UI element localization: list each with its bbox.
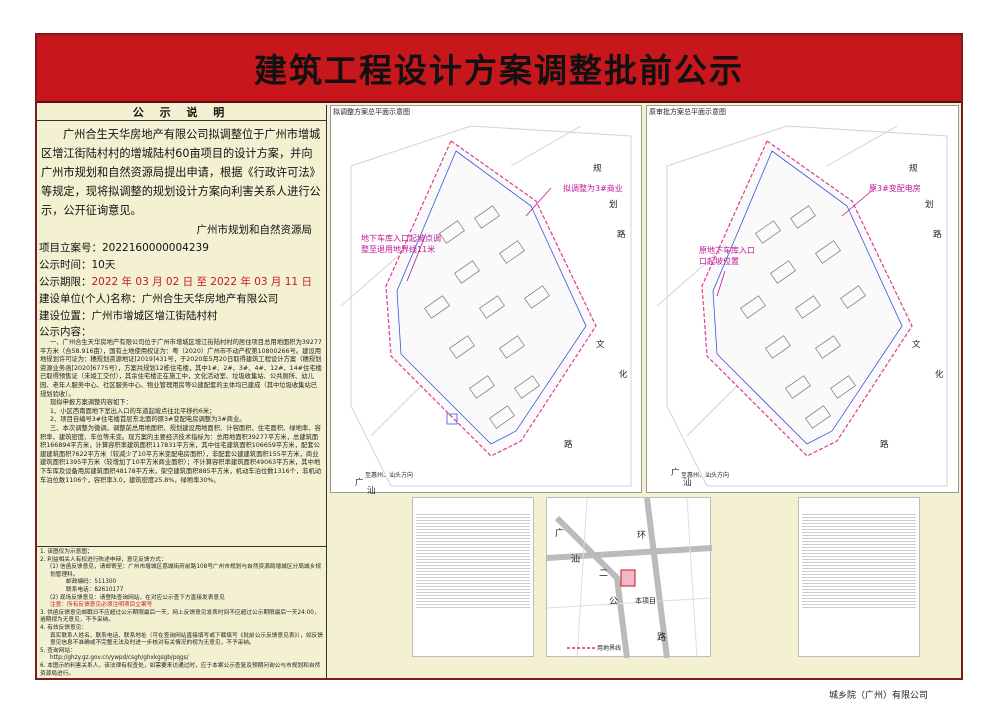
drawings-panel: 拟调整方案总平面示意图 — [328, 105, 961, 678]
road-label: 路 — [617, 230, 626, 240]
notice-heading: 公 示 说 明 — [37, 105, 326, 121]
map-label: 路 — [657, 633, 667, 643]
notice-panel: 公 示 说 明 广州合生天华房地产有限公司拟调整位于广州市增城区增江街陆村村的增… — [37, 105, 327, 678]
note-item: 联系电话：82610177 — [66, 586, 124, 593]
project-marker-label: 本项目 — [635, 597, 656, 605]
ramp-callout-line2: 整至退用地界线11米 — [361, 245, 436, 254]
proposed-plan: 拟调整方案总平面示意图 — [330, 105, 642, 496]
note-item: 3. 供函反馈意见邮戳日不应超过公示期限最后一天，网上反馈意见发表时间不应超过公… — [40, 609, 320, 624]
location-label: 建设位置： — [39, 310, 92, 322]
road-label: 化 — [935, 370, 944, 380]
map-label: 广 — [555, 529, 565, 539]
orig-ramp-callout-line2: 口起坡位置 — [699, 257, 739, 266]
notice-sheet: 建筑工程设计方案调整批前公示 公 示 说 明 广州合生天华房地产有限公司拟调整位… — [35, 33, 963, 680]
note-item: 4. 有效反馈意见： — [40, 624, 88, 631]
transformer-callout: 原3#变配电房 — [869, 184, 921, 193]
road-label: 广 — [671, 468, 680, 478]
road-label: 路 — [564, 440, 573, 450]
notes-box: 1. 该图仅为示意图； 2. 利益相关人有权进行陈述申辩，意见反馈方式： (1)… — [37, 546, 327, 678]
location: 广州市增城区增江街陆村村 — [91, 310, 218, 322]
note-item: 1. 该图仅为示意图； — [40, 549, 93, 555]
road-label: 规 — [593, 164, 602, 174]
content-body: 一、广州合生天华房地产有限公司位于广州市增城区增江街陆村村的居住项目总用地面积为… — [37, 339, 326, 485]
road-label: 划 — [609, 200, 618, 210]
notice-signature: 广州市规划和自然资源局 — [196, 224, 313, 236]
project-no: 2022160000004239 — [102, 242, 209, 254]
builder: 广州合生天华房地产有限公司 — [141, 293, 279, 305]
map-label: 公 — [609, 597, 619, 607]
direction-note: 至惠州、汕头方向 — [365, 472, 414, 479]
note-warning: 注意：所有反馈意见必须注明项目立案号 — [50, 602, 153, 609]
content-paragraph: 一、广州合生天华房地产有限公司位于广州市增城区增江街陆村村的居住项目总用地面积为… — [40, 339, 322, 398]
period-label: 公示期限： — [39, 276, 92, 288]
content-paragraph: 三、本次调整为微调，调整前总用地面积、规划建设用地面积、计容面积、住宅面积、绿地… — [40, 424, 322, 484]
road-label: 文 — [596, 340, 605, 350]
road-label: 化 — [619, 370, 628, 380]
note-item: 6. 本图示的利害关系人，该法律有权查处，如需要来访通过时，应于本案公示查复及预… — [40, 662, 321, 677]
road-label: 汕 — [683, 478, 692, 488]
proposed-index-table — [412, 497, 534, 657]
map-label: 汕 — [571, 555, 581, 565]
ramp-callout-line1: 地下车库入口起坡点调 — [361, 234, 441, 243]
road-label: 路 — [933, 230, 942, 240]
direction-note: 至惠州、汕头方向 — [681, 472, 730, 479]
location-row: 建设位置：广州市增城区增江街陆村村 — [37, 308, 326, 325]
orig-ramp-callout-line1: 原地下车库入口 — [699, 246, 755, 255]
page-title: 建筑工程设计方案调整批前公示 — [254, 51, 744, 90]
note-item: (1) 信函反馈意见，请邮寄至：广州市增城区荔城街府前路108号广州市规划与自然… — [50, 564, 321, 578]
road-label: 路 — [880, 440, 889, 450]
road-label: 规 — [909, 164, 918, 174]
content-paragraph: 1、小区西南面地下室出入口的车道起坡点往北平移约6米； — [50, 407, 216, 415]
builder-row: 建设单位(个人)名称：广州合生天华房地产有限公司 — [37, 291, 326, 308]
location-map-drawing — [547, 498, 712, 658]
boundary-legend-label: 用地界线 — [597, 645, 622, 652]
map-label: 二 — [599, 569, 609, 579]
duration: 10天 — [91, 259, 116, 271]
note-item: 2. 利益相关人有权进行陈述申辩，意见反馈方式： — [40, 556, 167, 563]
road-label: 文 — [912, 340, 921, 350]
title-bar: 建筑工程设计方案调整批前公示 — [37, 35, 961, 103]
notice-intro: 广州合生天华房地产有限公司拟调整位于广州市增城区增江街陆村村的增城陆村60亩项目… — [41, 128, 321, 217]
original-plan-caption: 原审批方案总平面示意图 — [649, 108, 726, 116]
note-item: 真实联系人姓名、联系电话、联系地址（可在查询网站直接填写或下载填写《批前公示反馈… — [50, 632, 323, 647]
original-plan-drawing — [656, 125, 948, 487]
period: 2022 年 03 月 02 日 至 2022 年 03 月 11 日 — [91, 276, 312, 288]
road-label: 广 — [355, 478, 364, 488]
map-label: 环 — [637, 531, 647, 541]
original-plan: 原审批方案总平面示意图 — [646, 105, 959, 493]
location-map: 广 汕 二 公 环 路 本项目 用地界线 — [546, 497, 712, 658]
query-url[interactable]: http://ghzy.gz.gov.cn/ywpd/csgh/ghxkgsgb… — [50, 655, 189, 662]
road-label: 汕 — [367, 486, 376, 496]
duration-label: 公示时间： — [39, 259, 92, 271]
original-index-table — [798, 497, 920, 657]
project-no-row: 项目立案号：2022160000004239 — [37, 240, 326, 257]
proposed-plan-caption: 拟调整方案总平面示意图 — [333, 108, 410, 116]
note-item: 邮政编码：511300 — [66, 579, 117, 586]
proposed-plan-drawing — [340, 125, 632, 487]
commercial-callout: 拟调整为3#商业 — [563, 184, 623, 193]
note-item: 5. 查询网站： — [40, 647, 76, 654]
content-paragraph: 2、项目自编号3#住宅楼首层东北面的原3#变配电房调整为3#商业。 — [50, 416, 246, 424]
content-paragraph: 现拟申报方案调整内容如下： — [50, 399, 132, 407]
company-footer: 城乡院（广州）有限公司 — [829, 691, 929, 701]
duration-row: 公示时间：10天 — [37, 257, 326, 274]
period-row: 公示期限：2022 年 03 月 02 日 至 2022 年 03 月 11 日 — [37, 274, 326, 291]
note-item: (2) 现场反馈意见：请登陆查询网站，在对应公示查下方直接发表意见 — [50, 594, 225, 601]
project-no-label: 项目立案号： — [39, 242, 102, 254]
builder-label: 建设单位(个人)名称： — [39, 293, 142, 305]
road-label: 划 — [925, 200, 934, 210]
content-label: 公示内容： — [39, 326, 92, 338]
